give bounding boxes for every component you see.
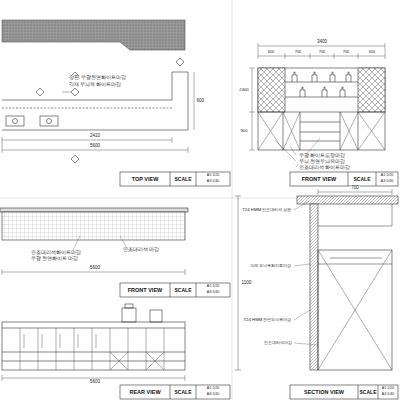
finish-note: 상판: 무광천연화이트마감 — [68, 76, 127, 81]
scale-value: A1:1/20 — [206, 387, 219, 391]
finish-note: T24 HMM 인조대리석 상판 — [242, 208, 292, 212]
view-title: REAR VIEW — [129, 390, 161, 396]
scale-label: SCALE — [359, 390, 377, 395]
dimension-label: 5600 — [89, 380, 100, 385]
dimension-label: 900 — [240, 129, 248, 133]
dimension-label: 3400 — [316, 40, 327, 45]
scale-value: A1:1/20 — [206, 174, 219, 178]
dimension-label: 5600 — [89, 144, 100, 149]
finish-note: 무광 천연화이트 마감 — [30, 257, 79, 262]
scale-value: A3:1/40 — [206, 291, 219, 295]
scale-label: SCALE — [174, 177, 192, 182]
finish-note: 인조대리석 마감 — [122, 248, 159, 253]
dimension-label: 700 — [342, 50, 350, 54]
scale-value: A3:1/40 — [380, 180, 393, 184]
dimension-label: 2410 — [89, 134, 100, 139]
view-title: TOP VIEW — [131, 177, 159, 183]
dimension-label: 2400 — [239, 88, 249, 92]
view-title: FRONT VIEW — [127, 288, 163, 294]
scale-label: SCALE — [353, 177, 371, 182]
dimension-label: 1100 — [241, 281, 252, 286]
scale-label: SCALE — [174, 288, 192, 293]
scale-value: A1:1/20 — [206, 285, 219, 289]
finish-note: T24 HMM 천연무늬목마감 — [243, 318, 292, 322]
scale-value: A3:1/40 — [381, 393, 394, 397]
scale-value: A3:1/40 — [206, 180, 219, 184]
dimension-label: 700 — [294, 50, 302, 54]
finish-note: 인조대리석화이트마감 — [30, 251, 81, 256]
view-title: SECTION VIEW — [303, 390, 344, 396]
scale-label: SCALE — [174, 390, 192, 395]
finish-note: 각재 무늬목 화이트마감 — [68, 83, 122, 88]
scale-value: A3:1/40 — [206, 393, 219, 397]
dimension-label: 5600 — [89, 266, 100, 271]
scale-value: A1:1/20 — [381, 387, 394, 391]
dimension-label: 700 — [351, 186, 360, 191]
scale-value: A1:1/20 — [380, 174, 393, 178]
dimension-label: 700 — [318, 50, 326, 54]
finish-note: 무광 화이트도장마감 — [298, 154, 345, 159]
view-title: FRONT VIEW — [301, 177, 337, 183]
finish-note: 인조대리석마감 — [263, 341, 292, 345]
dimension-label: 600 — [196, 99, 205, 104]
dimension-label: 600 — [267, 50, 275, 54]
finish-note: 무늬 천연무늬목마감 — [298, 160, 345, 165]
dimension-label: 600 — [368, 50, 376, 54]
finish-note: 각재 무늬목화이트마감 — [250, 264, 292, 268]
finish-note: 인조대리석 화이트마감 — [298, 166, 350, 171]
